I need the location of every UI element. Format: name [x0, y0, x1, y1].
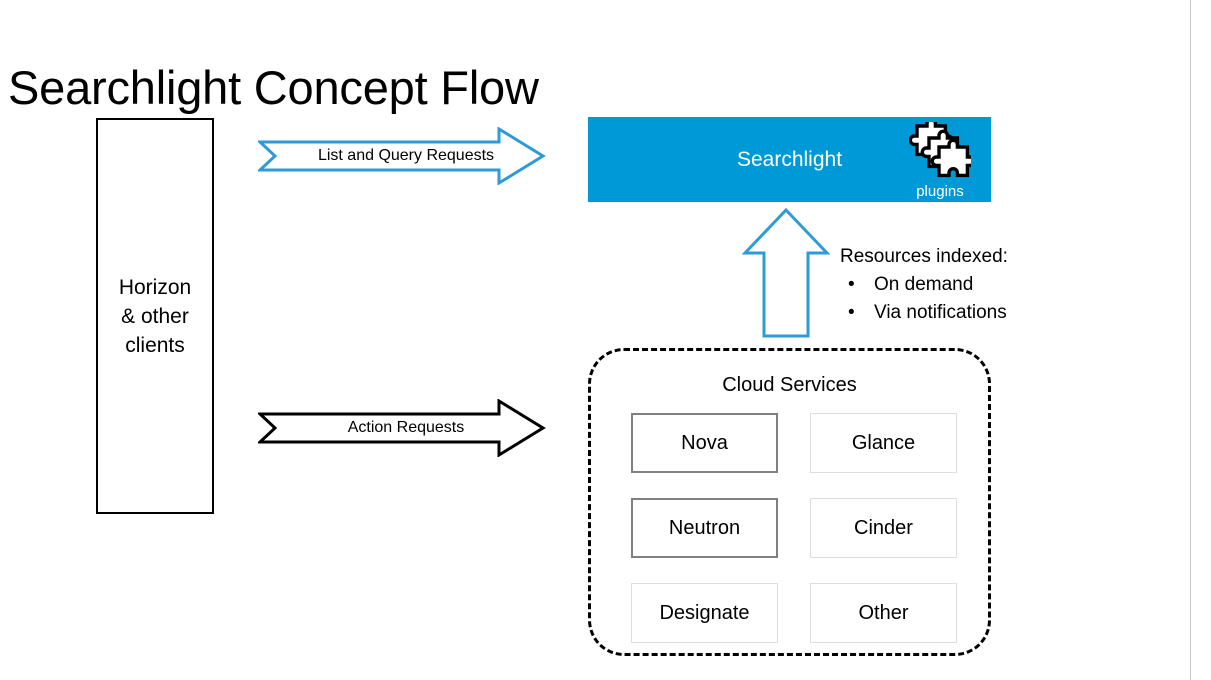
cloud-services-title: Cloud Services — [722, 374, 857, 396]
clients-line-3: clients — [125, 333, 185, 357]
page-title: Searchlight Concept Flow — [8, 61, 539, 114]
flow-arrow-list-label: List and Query Requests — [317, 147, 495, 164]
searchlight-service-box: Searchlight plugins — [588, 117, 991, 202]
flow-arrow-action-label: Action Requests — [347, 419, 465, 436]
plugins-badge: plugins — [899, 122, 981, 200]
cloud-services-group: Cloud Services Nova Glance Neutron Cinde… — [588, 348, 991, 656]
clients-box-label: Horizon & other clients — [119, 273, 191, 360]
resources-indexed-list: On demand Via notifications — [840, 271, 1090, 327]
resources-indexed-heading: Resources indexed: — [840, 246, 1008, 267]
list-item: Via notifications — [840, 299, 1090, 327]
service-box-designate[interactable]: Designate — [631, 583, 778, 643]
flow-arrow-action-requests: Action Requests — [258, 399, 546, 457]
clients-box: Horizon & other clients — [96, 118, 214, 514]
service-box-nova[interactable]: Nova — [631, 413, 778, 473]
plugins-caption: plugins — [916, 183, 964, 200]
service-box-neutron[interactable]: Neutron — [631, 498, 778, 558]
indexing-flow-arrow-up — [742, 207, 830, 339]
searchlight-label: Searchlight — [736, 147, 843, 171]
puzzle-pieces-icon — [909, 122, 971, 180]
list-item: On demand — [840, 271, 1090, 299]
service-box-glance[interactable]: Glance — [810, 413, 957, 473]
flow-arrow-list-and-query-requests: List and Query Requests — [258, 127, 546, 185]
service-box-other[interactable]: Other — [810, 583, 957, 643]
clients-line-2: & other — [121, 304, 189, 328]
cloud-services-grid: Nova Glance Neutron Cinder Designate Oth… — [631, 413, 957, 643]
resources-indexed-note: Resources indexed: On demand Via notific… — [840, 243, 1090, 327]
clients-line-1: Horizon — [118, 275, 192, 299]
service-box-cinder[interactable]: Cinder — [810, 498, 957, 558]
slide-edge-line — [1190, 0, 1191, 680]
